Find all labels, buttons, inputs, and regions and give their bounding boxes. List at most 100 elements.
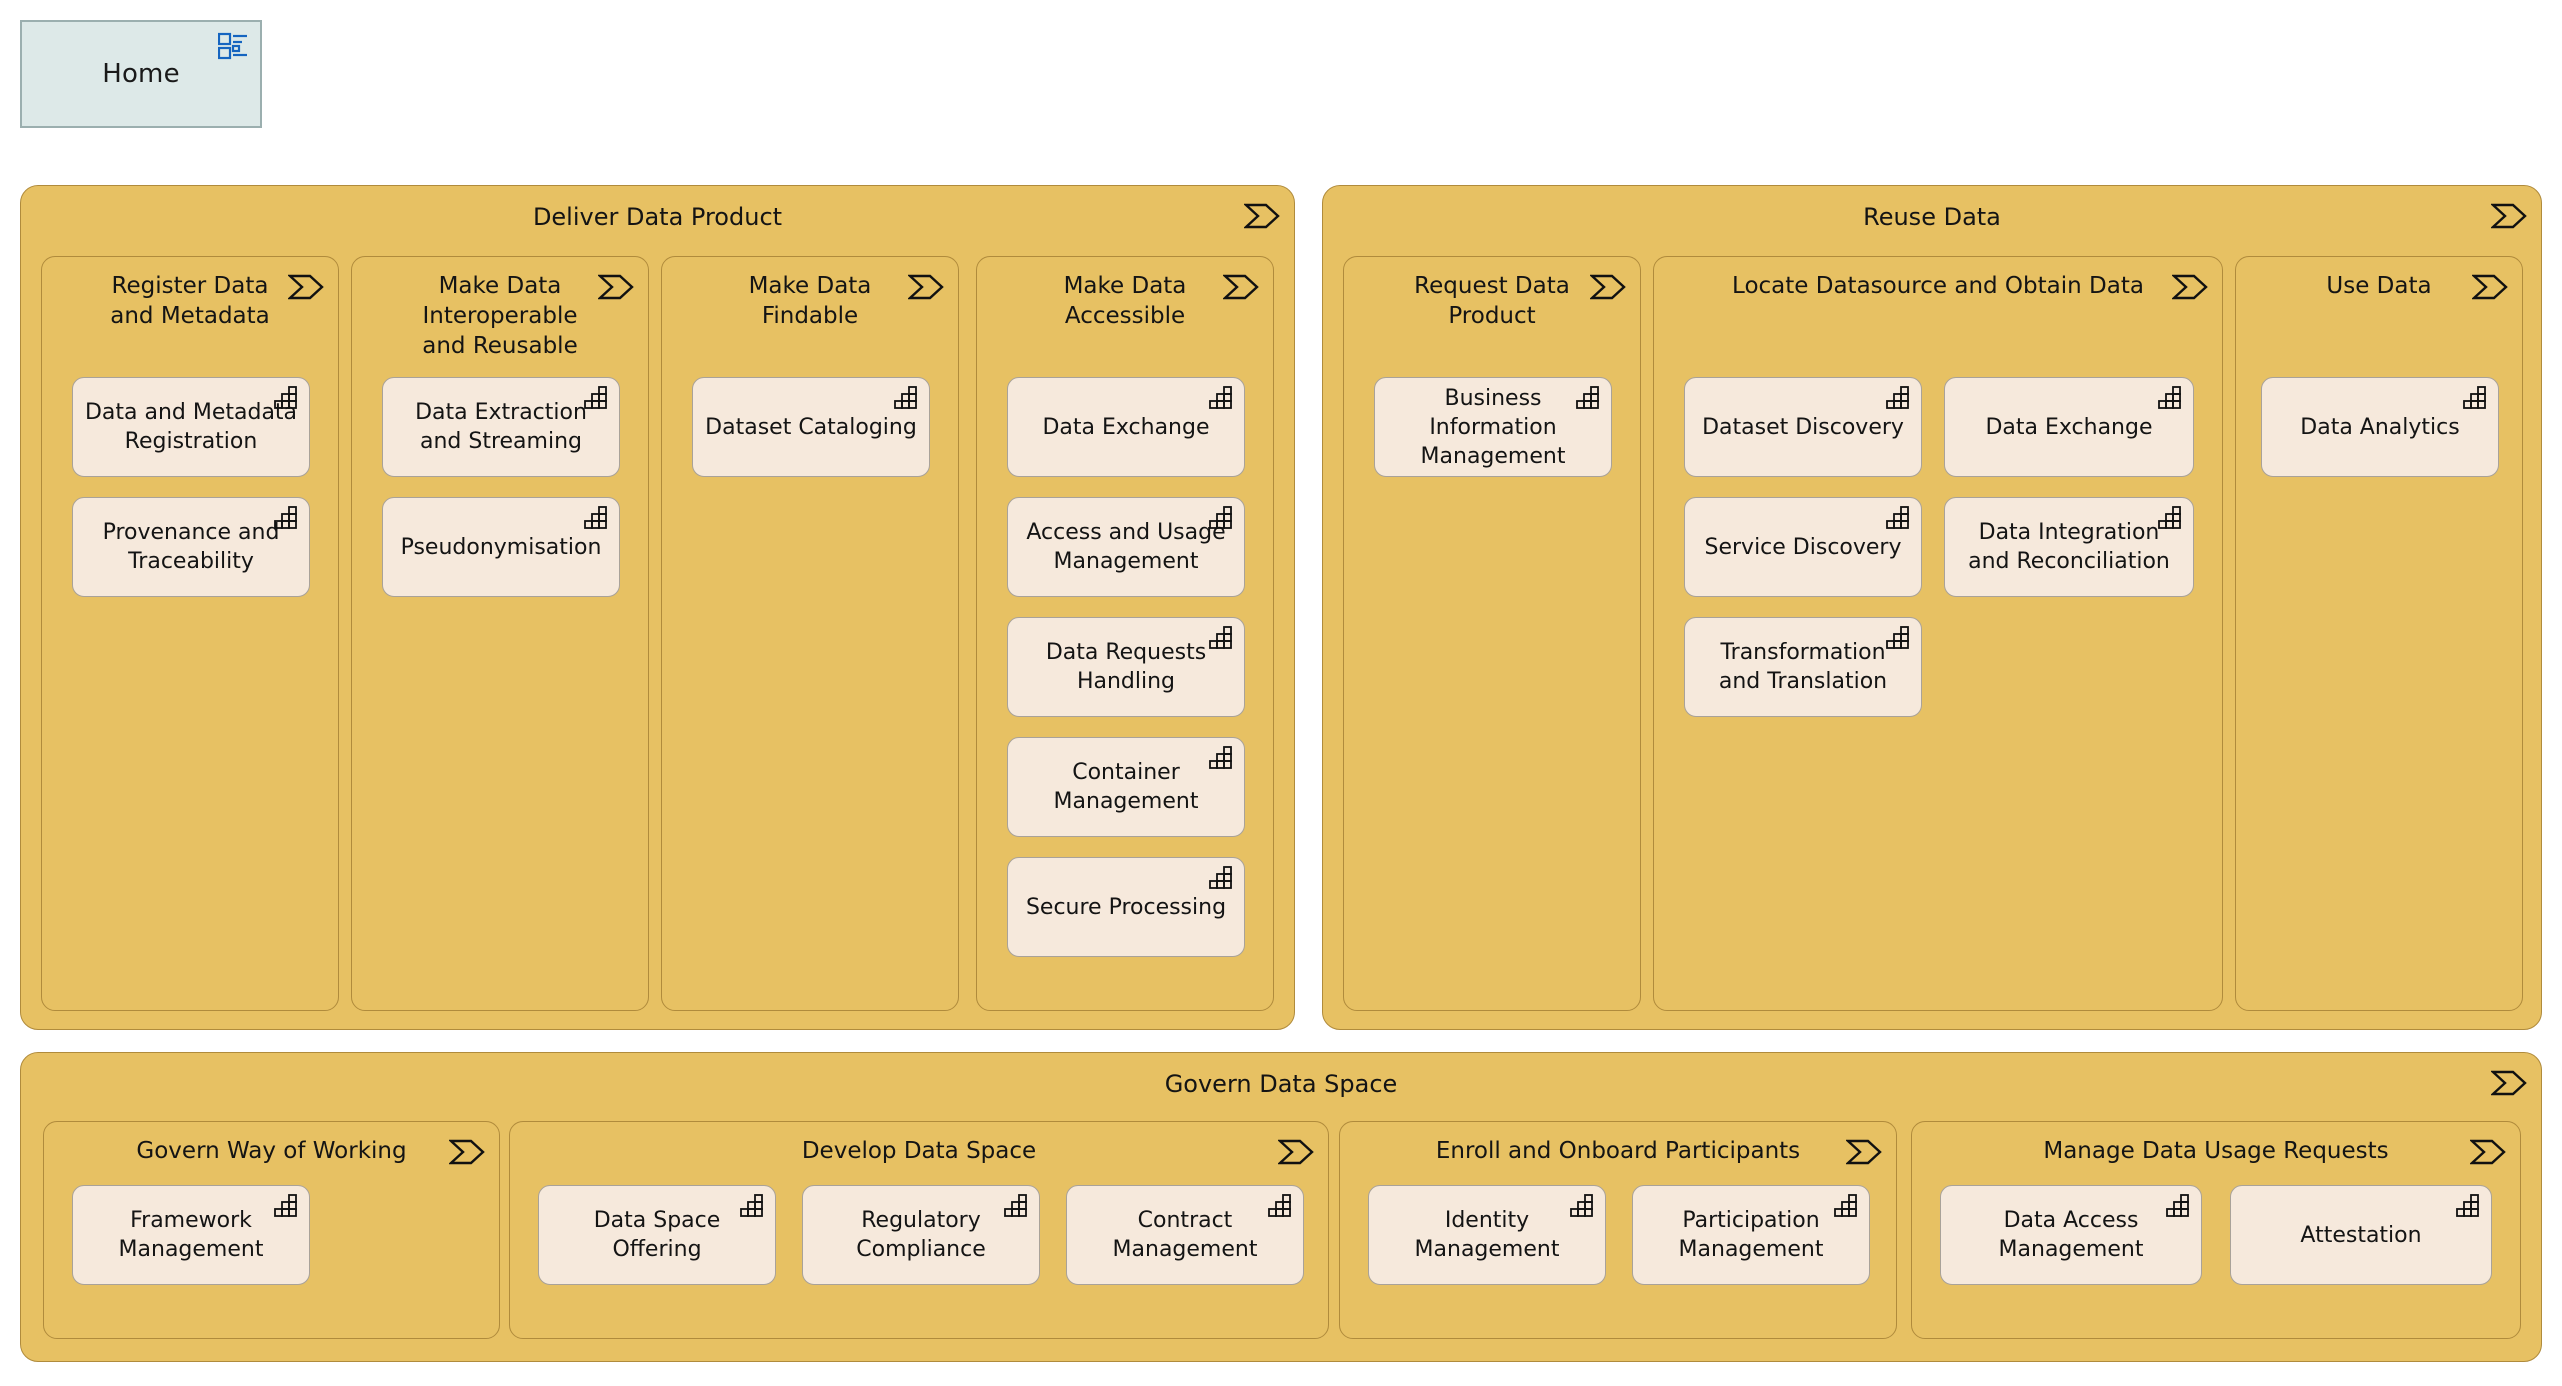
- capability-icon: [584, 505, 610, 529]
- capability-icon: [1209, 505, 1235, 529]
- home-view-box[interactable]: Home: [20, 20, 262, 128]
- capability-label: Attestation: [2300, 1222, 2422, 1248]
- capability-label: Contract Management: [1112, 1208, 1258, 1262]
- capability-label: Business Information Management: [1420, 385, 1566, 469]
- capability-container-management[interactable]: Container Management: [1007, 737, 1245, 837]
- capability-data-analytics[interactable]: Data Analytics: [2261, 377, 2499, 477]
- capability-data-exchange[interactable]: Data Exchange: [1007, 377, 1245, 477]
- capability-dataset-cataloging[interactable]: Dataset Cataloging: [692, 377, 930, 477]
- group-enroll-and-onboard-participants[interactable]: Enroll and Onboard Participants Identity…: [1339, 1121, 1897, 1339]
- capability-label: Service Discovery: [1704, 534, 1902, 560]
- section-deliver-data-product[interactable]: Deliver Data Product Register Data and M…: [20, 185, 1295, 1030]
- capability-data-requests-handling[interactable]: Data Requests Handling: [1007, 617, 1245, 717]
- capability-icon: [584, 385, 610, 409]
- capability-label: Participation Management: [1678, 1208, 1824, 1262]
- value-stream-icon: [2489, 202, 2527, 230]
- capability-icon: [1209, 745, 1235, 769]
- capability-icon: [1886, 505, 1912, 529]
- capability-label: Data Extraction and Streaming: [415, 400, 587, 454]
- capability-label: Container Management: [1053, 760, 1199, 814]
- capability-pseudonymisation[interactable]: Pseudonymisation: [382, 497, 620, 597]
- group-title: Make Data Findable: [748, 273, 872, 329]
- capability-label: Framework Management: [118, 1208, 264, 1262]
- capability-label: Regulatory Compliance: [856, 1208, 986, 1262]
- capability-icon: [1268, 1193, 1294, 1217]
- capability-service-discovery[interactable]: Service Discovery: [1684, 497, 1922, 597]
- value-stream-icon: [286, 273, 324, 301]
- capability-icon: [1886, 385, 1912, 409]
- capability-label: Transformation and Translation: [1718, 640, 1888, 694]
- capability-icon: [1886, 625, 1912, 649]
- group-make-data-interoperable-and-reusable[interactable]: Make Data Interoperable and Reusable Dat…: [351, 256, 649, 1011]
- value-stream-icon: [1242, 202, 1280, 230]
- group-use-data[interactable]: Use Data Data Analytics: [2235, 256, 2523, 1011]
- value-stream-icon: [2468, 1138, 2506, 1166]
- capability-data-space-offering[interactable]: Data Space Offering: [538, 1185, 776, 1285]
- group-title: Use Data: [2326, 273, 2432, 299]
- capability-icon: [1209, 385, 1235, 409]
- capability-icon: [1576, 385, 1602, 409]
- group-govern-way-of-working[interactable]: Govern Way of Working Framework Manageme…: [43, 1121, 500, 1339]
- capability-dataset-discovery[interactable]: Dataset Discovery: [1684, 377, 1922, 477]
- capability-label: Provenance and Traceability: [102, 520, 280, 574]
- group-title: Enroll and Onboard Participants: [1435, 1138, 1801, 1164]
- group-title: Develop Data Space: [801, 1138, 1037, 1164]
- capability-label: Data Integration and Reconciliation: [1968, 520, 2170, 574]
- capability-participation-management[interactable]: Participation Management: [1632, 1185, 1870, 1285]
- capability-label: Pseudonymisation: [400, 534, 602, 560]
- capability-icon: [2463, 385, 2489, 409]
- capability-label: Data and Metadata Registration: [84, 400, 298, 454]
- group-title: Govern Way of Working: [136, 1138, 407, 1164]
- group-make-data-findable[interactable]: Make Data Findable Dataset Cataloging: [661, 256, 959, 1011]
- group-title: Locate Datasource and Obtain Data: [1732, 273, 2144, 299]
- capability-secure-processing[interactable]: Secure Processing: [1007, 857, 1245, 957]
- capability-label: Data Space Offering: [593, 1208, 721, 1262]
- section-title: Govern Data Space: [1164, 1070, 1398, 1098]
- capability-label: Dataset Discovery: [1702, 414, 1904, 440]
- section-govern-data-space[interactable]: Govern Data Space Govern Way of Working …: [20, 1052, 2542, 1362]
- capability-provenance-and-traceability[interactable]: Provenance and Traceability: [72, 497, 310, 597]
- capability-framework-management[interactable]: Framework Management: [72, 1185, 310, 1285]
- value-stream-icon: [2489, 1069, 2527, 1097]
- group-title: Make Data Accessible: [1063, 273, 1187, 329]
- group-request-data-product[interactable]: Request Data Product Business Informatio…: [1343, 256, 1641, 1011]
- capability-regulatory-compliance[interactable]: Regulatory Compliance: [802, 1185, 1040, 1285]
- capability-icon: [2158, 505, 2184, 529]
- section-reuse-data[interactable]: Reuse Data Request Data Product Business…: [1322, 185, 2542, 1030]
- capability-icon: [894, 385, 920, 409]
- group-make-data-accessible[interactable]: Make Data Accessible Data Exchange Acces…: [976, 256, 1274, 1011]
- capability-contract-management[interactable]: Contract Management: [1066, 1185, 1304, 1285]
- capability-attestation[interactable]: Attestation: [2230, 1185, 2492, 1285]
- capability-data-integration-and-reconciliation[interactable]: Data Integration and Reconciliation: [1944, 497, 2194, 597]
- capability-business-information-management[interactable]: Business Information Management: [1374, 377, 1612, 477]
- group-develop-data-space[interactable]: Develop Data Space Data Space Offering R…: [509, 1121, 1329, 1339]
- capability-icon: [1209, 865, 1235, 889]
- capability-data-and-metadata-registration[interactable]: Data and Metadata Registration: [72, 377, 310, 477]
- capability-label: Dataset Cataloging: [705, 414, 917, 440]
- section-title: Reuse Data: [1863, 203, 2001, 231]
- capability-data-access-management[interactable]: Data Access Management: [1940, 1185, 2202, 1285]
- group-manage-data-usage-requests[interactable]: Manage Data Usage Requests Data Access M…: [1911, 1121, 2521, 1339]
- capability-transformation-and-translation[interactable]: Transformation and Translation: [1684, 617, 1922, 717]
- value-stream-icon: [1276, 1138, 1314, 1166]
- capability-data-exchange[interactable]: Data Exchange: [1944, 377, 2194, 477]
- capability-icon: [1209, 625, 1235, 649]
- group-title: Manage Data Usage Requests: [2043, 1138, 2389, 1164]
- value-stream-icon: [596, 273, 634, 301]
- capability-icon: [1004, 1193, 1030, 1217]
- capability-icon: [274, 385, 300, 409]
- group-register-data-and-metadata[interactable]: Register Data and Metadata Data and Meta…: [41, 256, 339, 1011]
- group-locate-datasource-and-obtain-data[interactable]: Locate Datasource and Obtain Data Datase…: [1653, 256, 2223, 1011]
- group-title: Register Data and Metadata: [110, 273, 270, 329]
- value-stream-icon: [1221, 273, 1259, 301]
- capability-access-and-usage-management[interactable]: Access and Usage Management: [1007, 497, 1245, 597]
- capability-data-extraction-and-streaming[interactable]: Data Extraction and Streaming: [382, 377, 620, 477]
- capability-identity-management[interactable]: Identity Management: [1368, 1185, 1606, 1285]
- value-stream-icon: [1588, 273, 1626, 301]
- value-stream-icon: [447, 1138, 485, 1166]
- value-stream-icon: [1844, 1138, 1882, 1166]
- capability-icon: [274, 505, 300, 529]
- value-stream-icon: [906, 273, 944, 301]
- value-stream-icon: [2170, 273, 2208, 301]
